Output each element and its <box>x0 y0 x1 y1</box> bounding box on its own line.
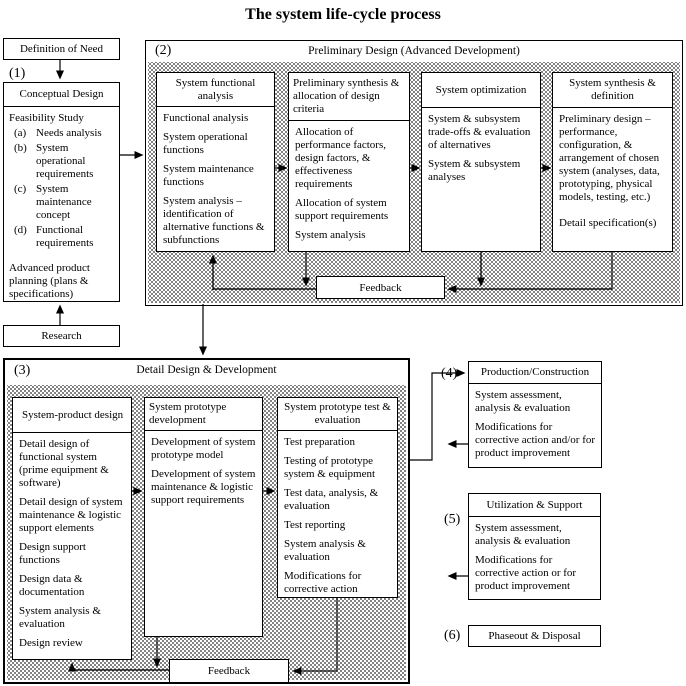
stage6-number-label: (6) <box>444 628 461 643</box>
list-item: Allocation of performance factors, desig… <box>295 126 387 190</box>
definition-of-need-label: Definition of Need <box>19 43 104 55</box>
page-title: The system life-cycle process <box>245 6 441 23</box>
stage3-number-label: (3) <box>14 363 31 378</box>
list-item: Test data, analysis, & evaluation <box>284 487 379 512</box>
lettered-item: (b) System operational requirements <box>9 142 115 181</box>
system-prototype-development-box: System prototype development Development… <box>144 397 263 637</box>
stage5-number-label: (5) <box>444 512 461 527</box>
phaseout-disposal-label: Phaseout & Disposal <box>488 630 581 642</box>
list-item: Test preparation <box>284 436 356 448</box>
list-item: Preliminary design – performance, config… <box>559 113 660 203</box>
feedback-label: Feedback <box>207 665 251 677</box>
list-item: System & subsystem analyses <box>428 158 521 183</box>
lettered-item-text: System operational requirements <box>36 142 94 180</box>
list-item: Detail design of functional system (prim… <box>19 438 109 489</box>
list-item: Design support functions <box>19 541 86 566</box>
stage2-number-label: (2) <box>155 43 172 58</box>
detail-feedback-box: Feedback <box>169 659 289 683</box>
list-item: Modifications for corrective action or f… <box>475 554 577 592</box>
list-item: Test reporting <box>284 519 346 531</box>
feasibility-items: (a) Needs analysis (b) System operational r… <box>9 127 115 250</box>
list-item: Design data & documentation <box>19 573 85 598</box>
list-item: System analysis & evaluation <box>284 538 366 563</box>
detail-design-title: Detail Design & Development <box>136 364 277 376</box>
list-item: Development of system maintenance & logi… <box>151 468 256 506</box>
stage1-number-label: (1) <box>9 66 26 81</box>
system-functional-analysis-box: System functional analysis Functional an… <box>156 72 275 252</box>
research-label: Research <box>41 330 82 342</box>
box-items: Detail design of functional system (prim… <box>13 433 131 650</box>
conceptual-design-body: Feasibility Study (a) Needs analysis (b) Sy… <box>4 107 119 301</box>
stage4-number-label: (4) <box>441 366 458 381</box>
research-box: Research <box>3 325 120 347</box>
box-header: System optimization <box>422 73 540 108</box>
list-item: Design review <box>19 637 83 649</box>
box-header: System-product design <box>13 398 131 433</box>
box-header: System synthesis & definition <box>553 73 672 108</box>
system-optimization-box: System optimization System & subsystem t… <box>421 72 541 252</box>
list-item: Development of system prototype model <box>151 436 256 461</box>
system-synthesis-definition-box: System synthesis & definition Preliminar… <box>552 72 673 252</box>
box-header: Preliminary synthesis & allocation of de… <box>289 73 409 121</box>
list-item: System assessment, analysis & evaluation <box>475 389 571 414</box>
lettered-item: (a) Needs analysis <box>9 127 115 140</box>
lettered-item-label: (b) <box>14 142 27 154</box>
preliminary-synthesis-box: Preliminary synthesis & allocation of de… <box>288 72 410 252</box>
box-items: Allocation of performance factors, desig… <box>289 121 409 242</box>
box-items: System assessment, analysis & evaluation… <box>469 384 601 460</box>
utilization-support-box: Utilization & Support System assessment,… <box>468 493 601 600</box>
list-item: Testing of prototype system & equipment <box>284 455 376 480</box>
list-item: System & subsystem trade-offs & evaluati… <box>428 113 531 151</box>
feedback-label: Feedback <box>359 281 402 294</box>
system-prototype-test-box: System prototype test & evaluation Test … <box>277 397 398 598</box>
list-item: System operational functions <box>163 131 248 156</box>
box-items: System & subsystem trade-offs & evaluati… <box>422 108 540 184</box>
system-product-design-box: System-product design Detail design of f… <box>12 397 132 660</box>
lettered-item-text: Needs analysis <box>36 127 102 139</box>
lettered-item-label: (d) <box>14 224 27 236</box>
list-item: System analysis <box>295 229 366 241</box>
list-item: Modifications for corrective action <box>284 570 362 595</box>
lettered-item-label: (c) <box>14 183 27 195</box>
lettered-item-label: (a) <box>14 127 27 139</box>
feasibility-study-label: Feasibility Study <box>9 112 84 124</box>
list-item: Modifications for corrective action and/… <box>475 421 596 459</box>
conceptual-design-box: Conceptual Design Feasibility Study (a) N… <box>3 82 120 302</box>
list-item: System maintenance functions <box>163 163 254 188</box>
lettered-item-text: Functional requirements <box>36 224 94 249</box>
definition-of-need-box: Definition of Need <box>3 38 120 60</box>
box-header: Production/Construction <box>469 362 601 384</box>
advanced-product-planning-label: Advanced product planning (plans & speci… <box>9 262 90 300</box>
lettered-item: (c) System maintenance concept <box>9 183 115 222</box>
box-header: Utilization & Support <box>469 494 600 517</box>
box-items: Preliminary design – performance, config… <box>553 108 672 230</box>
box-items: System assessment, analysis & evaluation… <box>469 517 600 593</box>
list-item: Functional analysis <box>163 112 249 124</box>
list-item: System assessment, analysis & evaluation <box>475 522 571 547</box>
conceptual-design-header: Conceptual Design <box>4 83 119 107</box>
list-item: System analysis & evaluation <box>19 605 101 630</box>
box-header: System functional analysis <box>157 73 274 107</box>
phaseout-disposal-box: Phaseout & Disposal <box>468 625 601 647</box>
list-item: System analysis – identification of alte… <box>163 195 265 246</box>
production-construction-box: Production/Construction System assessmen… <box>468 361 602 468</box>
lettered-item-text: System maintenance concept <box>36 183 92 221</box>
arrow-detail-to-production <box>408 369 466 461</box>
list-item: Detail design of system maintenance & lo… <box>19 496 123 534</box>
preliminary-feedback-box: Feedback <box>316 276 445 299</box>
box-header: System prototype development <box>145 398 262 431</box>
preliminary-design-title: Preliminary Design (Advanced Development… <box>308 45 520 57</box>
list-item: Allocation of system support requirement… <box>295 197 389 222</box>
box-header: System prototype test & evaluation <box>278 398 397 431</box>
lettered-item: (d) Functional requirements <box>9 224 115 250</box>
list-item: Detail specification(s) <box>559 217 657 229</box>
